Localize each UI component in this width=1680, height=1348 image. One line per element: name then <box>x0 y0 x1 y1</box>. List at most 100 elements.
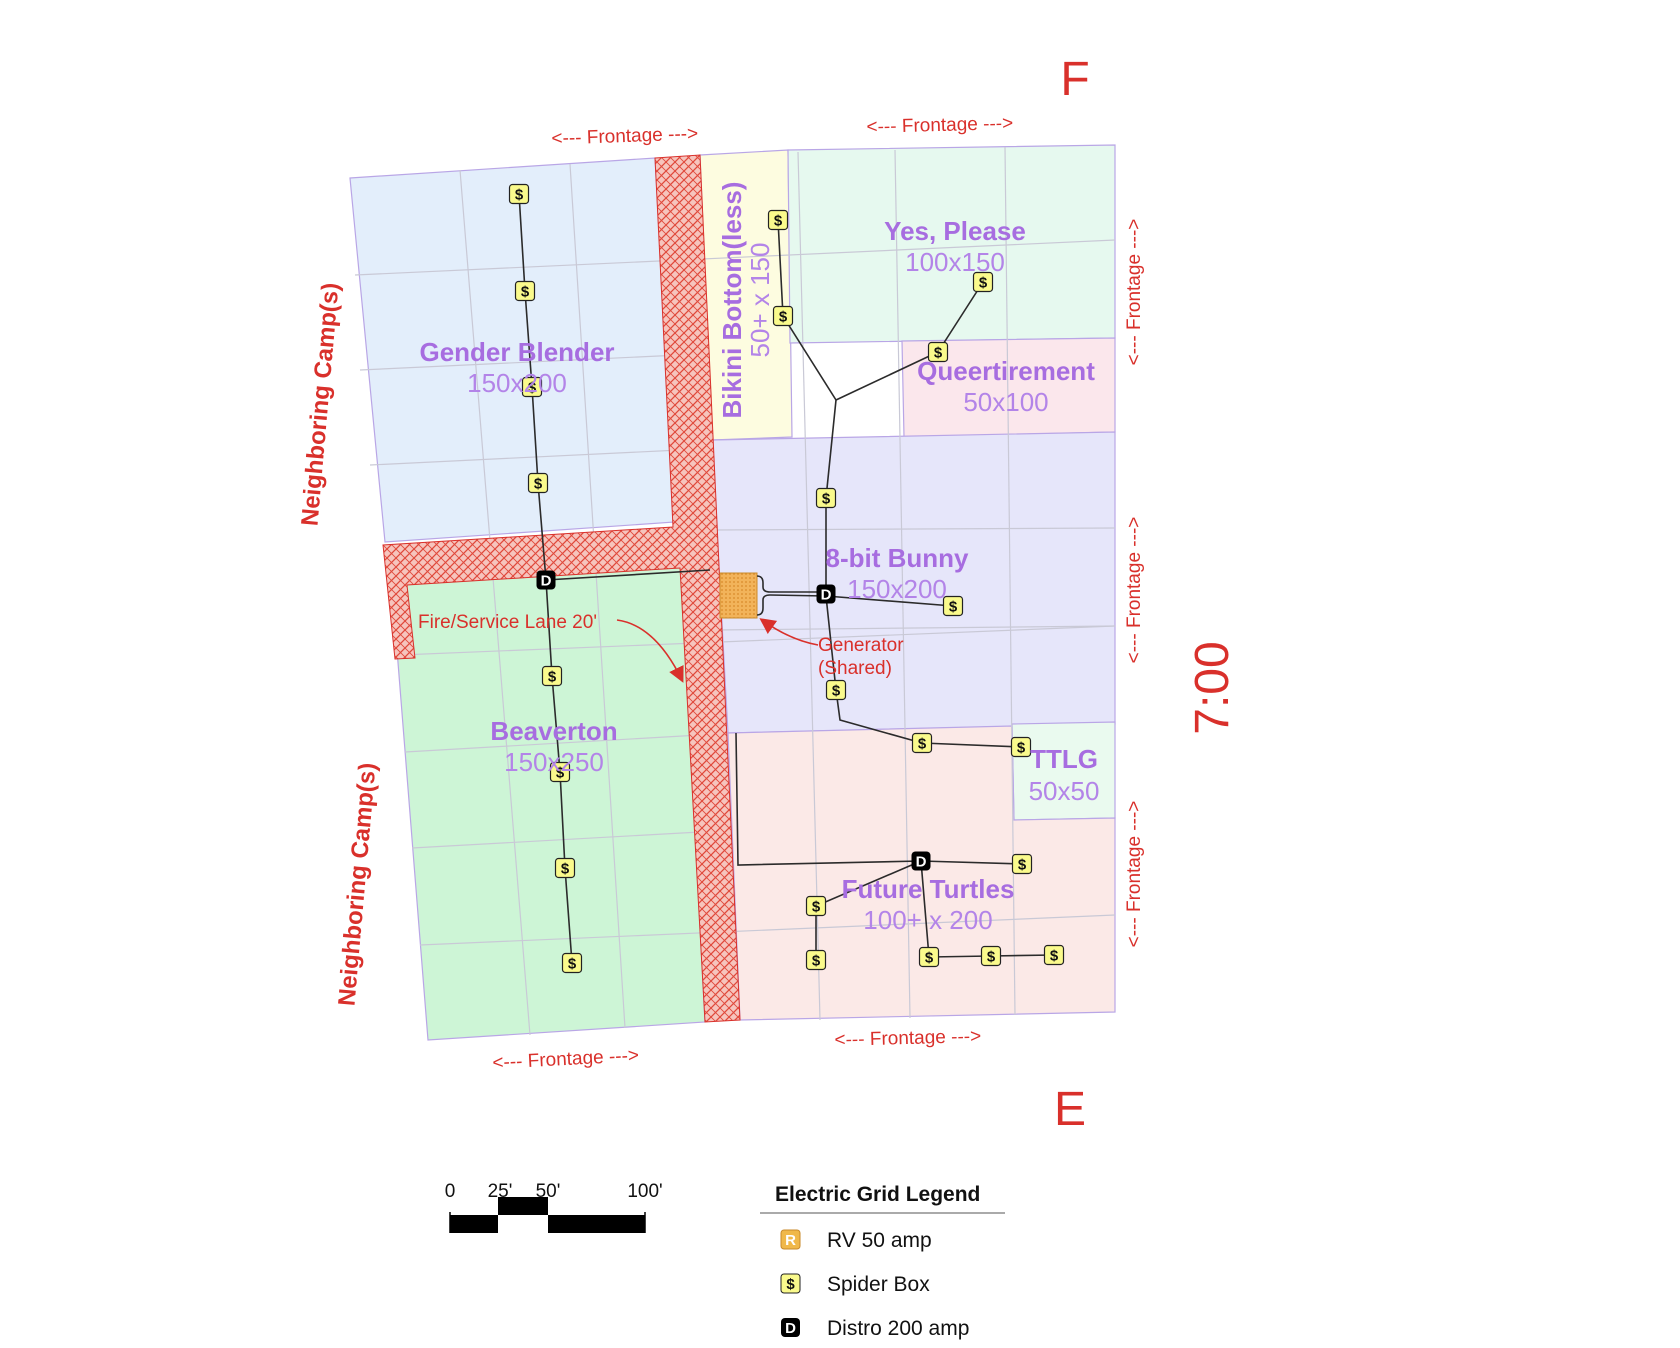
street-letter-f: F <box>1060 53 1089 106</box>
camp-size: 50x100 <box>963 387 1048 417</box>
scale-bar: 0 25' 50' 100' <box>445 1181 663 1233</box>
frontage-top-right: <--- Frontage ---> <box>866 113 1013 138</box>
neighboring-camps-lower: Neighboring Camp(s) <box>333 762 381 1007</box>
generator-arrow <box>759 618 819 646</box>
spider-box-icon: $ <box>1011 853 1033 875</box>
electric-grid-legend: Electric Grid Legend R RV 50 amp $ Spide… <box>760 1183 1005 1340</box>
spider-box-icon: $ <box>767 209 789 231</box>
camp-label-beaverton: Beaverton 150x250 <box>490 716 617 777</box>
spider-box-icon: $ <box>521 376 543 398</box>
camp-label-gender-blender: Gender Blender 150x200 <box>419 337 614 398</box>
camp-size: 100x150 <box>905 247 1005 277</box>
camp-label-future-turtles: Future Turtles 100+ x 200 <box>842 874 1015 935</box>
spider-boxes: $ $ $ $ $ $ $ $ $ $ $ $ $ $ $ $ $ $ $ $ $ $ $ <box>508 183 1065 974</box>
svg-text:$: $ <box>934 345 943 362</box>
svg-text:$: $ <box>515 187 524 204</box>
svg-text:D: D <box>916 854 927 871</box>
spider-box-icon: $ <box>549 761 571 783</box>
spider-box-icon: $ <box>805 949 827 971</box>
svg-text:$: $ <box>918 736 927 753</box>
distro-200-amp-icon: D <box>781 1318 800 1337</box>
generator-wire-top <box>756 575 826 593</box>
spider-box-icon: $ <box>1043 944 1065 966</box>
camp-label-queertirement: Queertirement 50x100 <box>917 356 1095 417</box>
camp-size: 150x200 <box>467 368 567 398</box>
fire-service-lane <box>382 154 741 1023</box>
neighboring-camps-upper: Neighboring Camp(s) <box>296 282 344 527</box>
svg-text:$: $ <box>1017 740 1026 757</box>
svg-text:$: $ <box>774 213 783 230</box>
site-grid <box>354 146 1116 1036</box>
spider-box-icon: $ <box>527 472 549 494</box>
frontage-top-left: <--- Frontage ---> <box>551 123 698 149</box>
camp-plots <box>349 144 1116 1041</box>
camp-name: Gender Blender <box>419 337 614 367</box>
rv-50-amp-icon: R <box>780 1229 801 1250</box>
svg-text:D: D <box>541 573 552 590</box>
spider-box-icon: $ <box>541 665 563 687</box>
camp-size: 50x50 <box>1029 776 1100 806</box>
spider-box-icon: $ <box>805 895 827 917</box>
frontage-right-3: <--- Frontage ---> <box>1124 801 1145 948</box>
frontage-right-2: <--- Frontage ---> <box>1124 517 1145 664</box>
frontage-bottom-left: <--- Frontage ---> <box>492 1045 640 1074</box>
spider-box-icon: $ <box>772 305 794 327</box>
svg-text:$: $ <box>925 950 934 967</box>
camp-name: Future Turtles <box>842 874 1015 904</box>
svg-text:$: $ <box>949 599 958 616</box>
svg-text:$: $ <box>1018 857 1027 874</box>
spider-box-icon: $ <box>554 857 576 879</box>
spider-box-icon: $ <box>514 280 536 302</box>
fire-lane-label: Fire/Service Lane 20' <box>418 612 597 633</box>
scale-label-100: 100' <box>627 1181 662 1202</box>
frontage-right-1: <--- Frontage ---> <box>1124 219 1145 366</box>
distro-box-icon: D <box>536 570 556 590</box>
clock-position: 7:00 <box>1186 641 1239 734</box>
spider-box-icon: $ <box>911 732 933 754</box>
svg-text:$: $ <box>812 899 821 916</box>
spider-box-icon: $ <box>815 487 837 509</box>
camp-label-8-bit-bunny: 8-bit Bunny 150x200 <box>826 543 970 604</box>
legend-distro-label: Distro 200 amp <box>827 1317 969 1340</box>
distro-box-icon: D <box>816 584 836 604</box>
camp-name: Beaverton <box>490 716 617 746</box>
spider-box-icon: $ <box>825 679 847 701</box>
spider-box-icon: $ <box>561 952 583 974</box>
svg-text:$: $ <box>561 861 570 878</box>
camp-name: Yes, Please <box>884 216 1026 246</box>
distro-boxes: D D D <box>536 570 931 871</box>
camp-size: 50+ x 150 <box>745 243 775 358</box>
spider-box-icon: $ <box>972 271 994 293</box>
svg-text:$: $ <box>832 683 841 700</box>
svg-text:$: $ <box>1050 948 1059 965</box>
svg-text:$: $ <box>786 1276 795 1293</box>
svg-text:$: $ <box>528 380 537 397</box>
generator-label-shared: (Shared) <box>818 658 892 679</box>
fire-lane-arrow <box>616 619 684 683</box>
camp-label-bikini-bottom: Bikini Bottom(less) 50+ x 150 <box>717 182 775 419</box>
legend-rv-label: RV 50 amp <box>827 1229 932 1252</box>
camp-name: 8-bit Bunny <box>826 543 970 573</box>
camp-name: TTLG <box>1030 744 1098 774</box>
svg-text:$: $ <box>822 491 831 508</box>
camp-name: Queertirement <box>917 356 1095 386</box>
svg-text:$: $ <box>812 953 821 970</box>
svg-text:$: $ <box>779 309 788 326</box>
camp-size: 150x250 <box>504 747 604 777</box>
scale-label-25: 25' <box>488 1181 513 1202</box>
spider-box-icon: $ <box>927 341 949 363</box>
svg-text:D: D <box>785 1320 796 1337</box>
spider-box-icon: $ <box>780 1273 801 1294</box>
camp-size: 150x200 <box>847 574 947 604</box>
spider-box-icon: $ <box>508 183 530 205</box>
svg-text:$: $ <box>521 284 530 301</box>
svg-text:$: $ <box>987 949 996 966</box>
spider-box-icon: $ <box>1010 736 1032 758</box>
frontage-bottom-right: <--- Frontage ---> <box>834 1026 981 1051</box>
camp-name: Bikini Bottom(less) <box>717 182 747 419</box>
svg-text:$: $ <box>568 956 577 973</box>
camp-size: 100+ x 200 <box>863 905 992 935</box>
svg-text:R: R <box>785 1232 796 1249</box>
legend-spider-label: Spider Box <box>827 1273 930 1296</box>
